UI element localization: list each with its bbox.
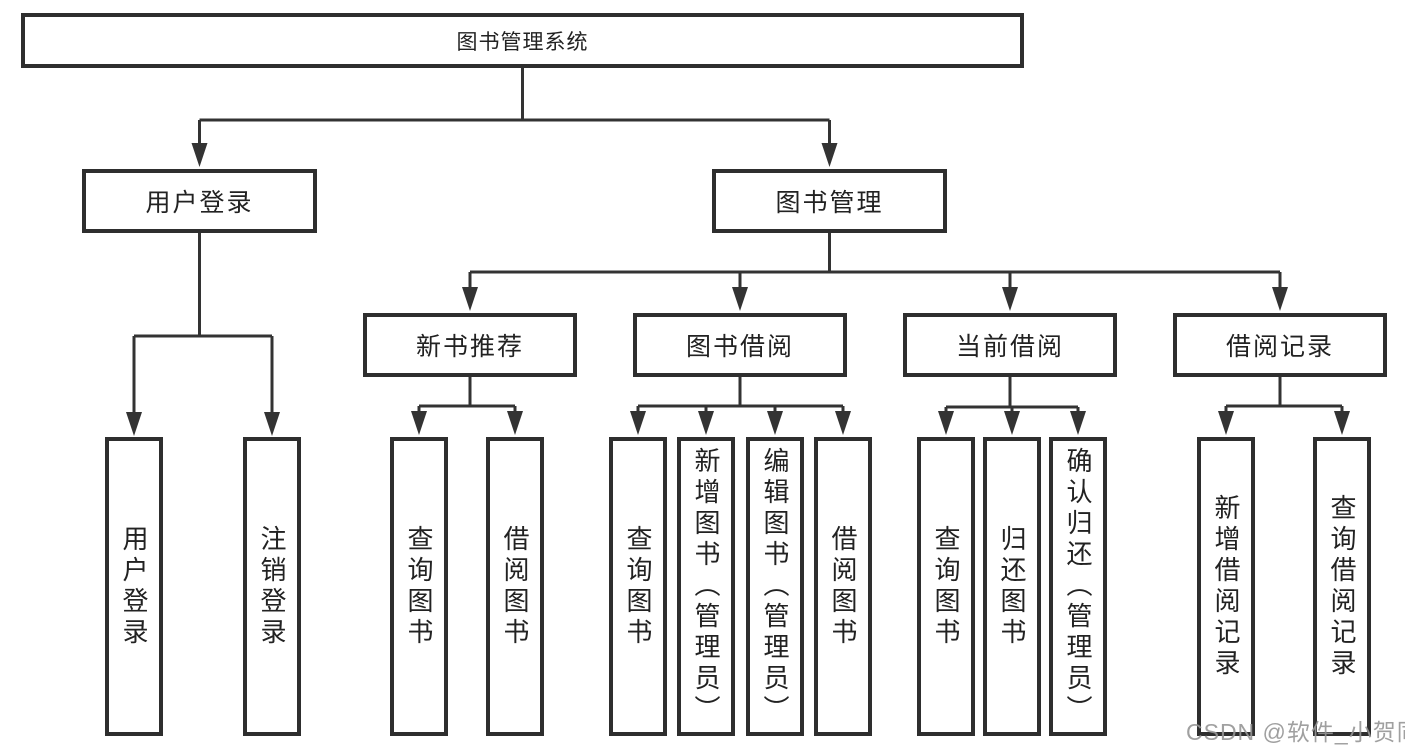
leaf-label: 用户登录	[119, 524, 149, 649]
leaf-label: 新增借阅记录	[1211, 493, 1241, 680]
arrow-down-icon	[938, 411, 954, 435]
leaf-query-books-borrowing: 查询图书	[609, 437, 667, 736]
arrow-down-icon	[1070, 411, 1086, 435]
leaf-query-borrow-record: 查询借阅记录	[1313, 437, 1371, 736]
leaf-label: 归还图书	[997, 524, 1027, 649]
leaf-query-books-recommend: 查询图书	[390, 437, 448, 736]
leaf-label: 查询图书	[623, 524, 653, 649]
leaf-label: 借阅图书	[828, 524, 858, 649]
leaf-borrow-books-borrowing: 借阅图书	[814, 437, 872, 736]
leaf-add-borrow-record: 新增借阅记录	[1197, 437, 1255, 736]
node-label: 图书管理系统	[456, 30, 589, 54]
node-label: 新书推荐	[415, 333, 524, 361]
leaf-logout: 注销登录	[243, 437, 301, 736]
leaf-label: 确认归还（管理员）	[1063, 447, 1093, 726]
csdn-watermark: CSDN @软件_小贺同学	[1186, 719, 1405, 745]
node-label: 当前借阅	[955, 333, 1064, 361]
leaf-label: 查询图书	[931, 524, 961, 649]
node-library-system: 图书管理系统	[21, 13, 1024, 68]
leaf-label: 新增图书（管理员）	[691, 447, 721, 726]
leaf-edit-books-admin: 编辑图书（管理员）	[746, 437, 804, 736]
connector-paths	[132, 68, 1344, 415]
leaf-label: 查询图书	[404, 524, 434, 649]
arrow-down-icon	[1004, 411, 1020, 435]
leaf-borrow-books-recommend: 借阅图书	[486, 437, 544, 736]
arrow-down-icon	[698, 411, 714, 435]
node-book-management-branch: 图书管理	[712, 169, 947, 233]
node-user-login-branch: 用户登录	[82, 169, 317, 233]
arrow-down-icon	[1218, 411, 1234, 435]
leaf-user-login: 用户登录	[105, 437, 163, 736]
node-label: 图书管理	[775, 189, 884, 217]
leaf-add-books-admin: 新增图书（管理员）	[677, 437, 735, 736]
arrow-down-icon	[1272, 287, 1288, 311]
arrow-down-icon	[191, 143, 208, 167]
node-label: 借阅记录	[1225, 333, 1334, 361]
node-label: 用户登录	[145, 189, 254, 217]
leaf-label: 编辑图书（管理员）	[760, 447, 790, 726]
node-label: 图书借阅	[685, 333, 794, 361]
node-new-book-recommendation: 新书推荐	[363, 313, 577, 377]
leaf-return-books: 归还图书	[983, 437, 1041, 736]
arrowhead-icons	[126, 143, 1350, 436]
node-borrowing-records: 借阅记录	[1173, 313, 1387, 377]
arrow-down-icon	[835, 411, 851, 435]
leaf-query-books-current: 查询图书	[917, 437, 975, 736]
node-current-borrowing: 当前借阅	[903, 313, 1117, 377]
leaf-label: 注销登录	[257, 524, 287, 649]
arrow-down-icon	[732, 287, 748, 311]
leaf-label: 借阅图书	[500, 524, 530, 649]
arrow-down-icon	[1334, 411, 1350, 435]
leaf-label: 查询借阅记录	[1327, 493, 1357, 680]
arrow-down-icon	[126, 412, 142, 436]
arrow-down-icon	[411, 411, 427, 435]
arrow-down-icon	[821, 143, 838, 167]
leaf-confirm-return-admin: 确认归还（管理员）	[1049, 437, 1107, 736]
arrow-down-icon	[264, 412, 280, 436]
arrow-down-icon	[1002, 287, 1018, 311]
node-book-borrowing: 图书借阅	[633, 313, 847, 377]
arrow-down-icon	[462, 287, 478, 311]
arrow-down-icon	[767, 411, 783, 435]
arrow-down-icon	[630, 411, 646, 435]
arrow-down-icon	[507, 411, 523, 435]
